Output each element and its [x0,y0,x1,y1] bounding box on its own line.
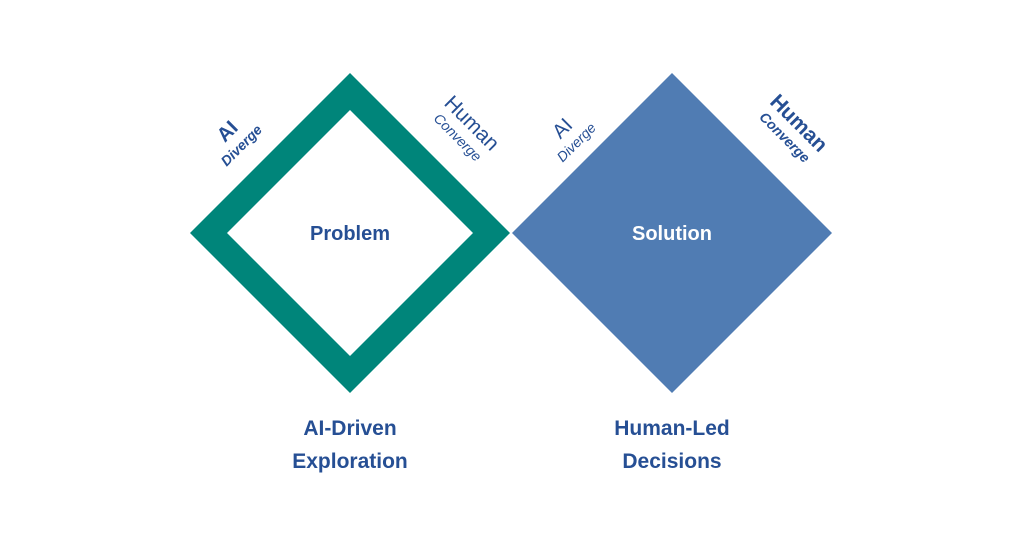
problem-label: Problem [310,223,390,245]
problem-diamond-frame [190,73,510,393]
left-caption-line-1: AI-Driven [303,417,397,440]
left-human-edge-label: Human Converge [431,91,504,164]
right-caption-line-1: Human-Led [614,417,730,440]
right-caption-line-2: Decisions [622,450,722,473]
solution-label: Solution [632,223,712,245]
left-caption-line-2: Exploration [292,450,408,473]
left-ai-edge-label: AI Diverge [213,117,265,169]
right-human-edge-label: Human Converge [756,90,832,166]
left-caption: AI-Driven Exploration [230,412,470,478]
right-caption: Human-Led Decisions [552,412,792,478]
solution-diamond [512,73,832,393]
